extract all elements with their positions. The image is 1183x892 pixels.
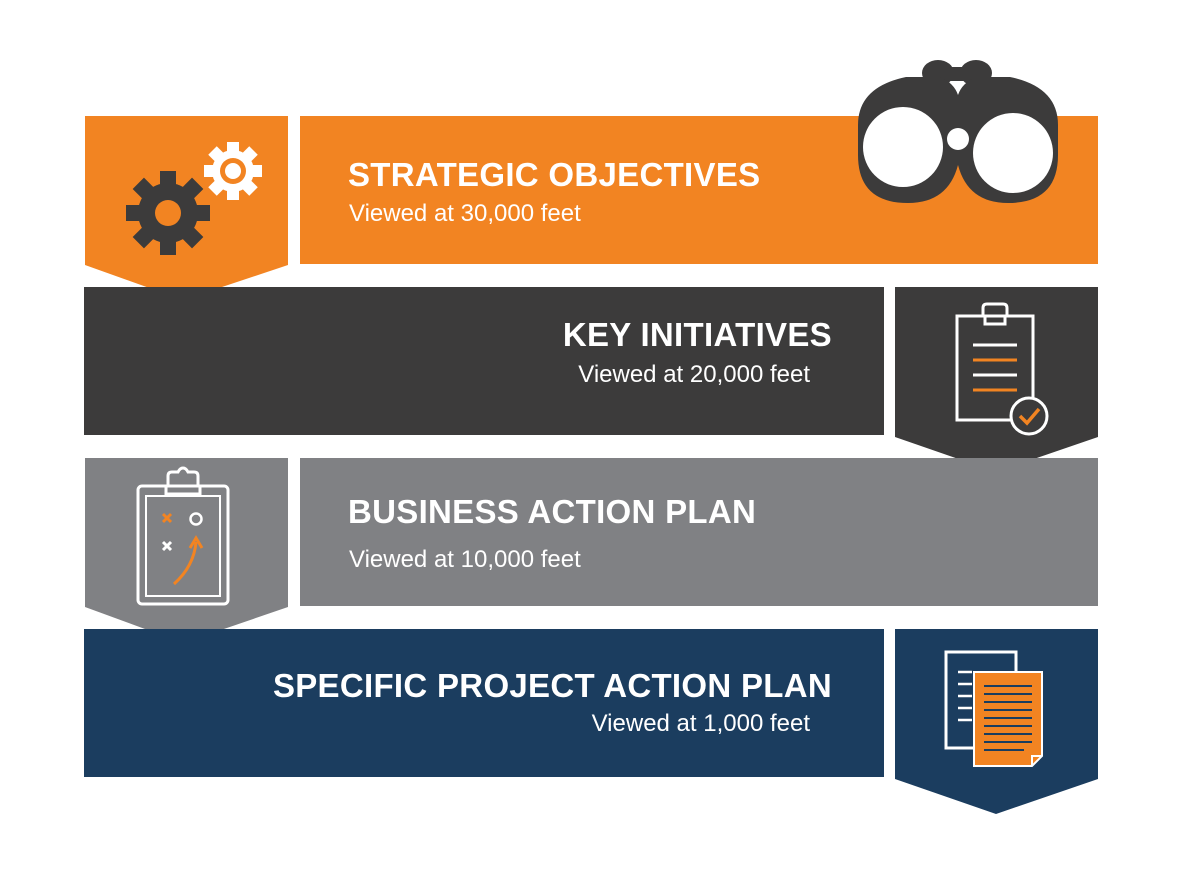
binoculars-icon [858,60,1058,203]
level-2-band [84,287,884,435]
documents-icon [944,650,1043,767]
level-4-subtitle: Viewed at 1,000 feet [591,710,810,737]
level-1-title: STRATEGIC OBJECTIVES [348,156,761,193]
level-3-subtitle: Viewed at 10,000 feet [349,546,581,573]
level-3-title: BUSINESS ACTION PLAN [348,493,757,530]
clipboard-strategy-icon [136,466,230,606]
level-4-title: SPECIFIC PROJECT ACTION PLAN [272,667,832,704]
gears-icon [126,142,262,255]
level-3-tab [85,458,288,643]
level-2-tab [895,287,1098,472]
level-2-title: KEY INITIATIVES [562,316,832,353]
clipboard-checklist-icon [955,302,1049,436]
level-4-band [84,629,884,777]
level-3-band [300,458,1098,606]
level-2-subtitle: Viewed at 20,000 feet [578,361,810,388]
level-1-subtitle: Viewed at 30,000 feet [349,200,581,227]
